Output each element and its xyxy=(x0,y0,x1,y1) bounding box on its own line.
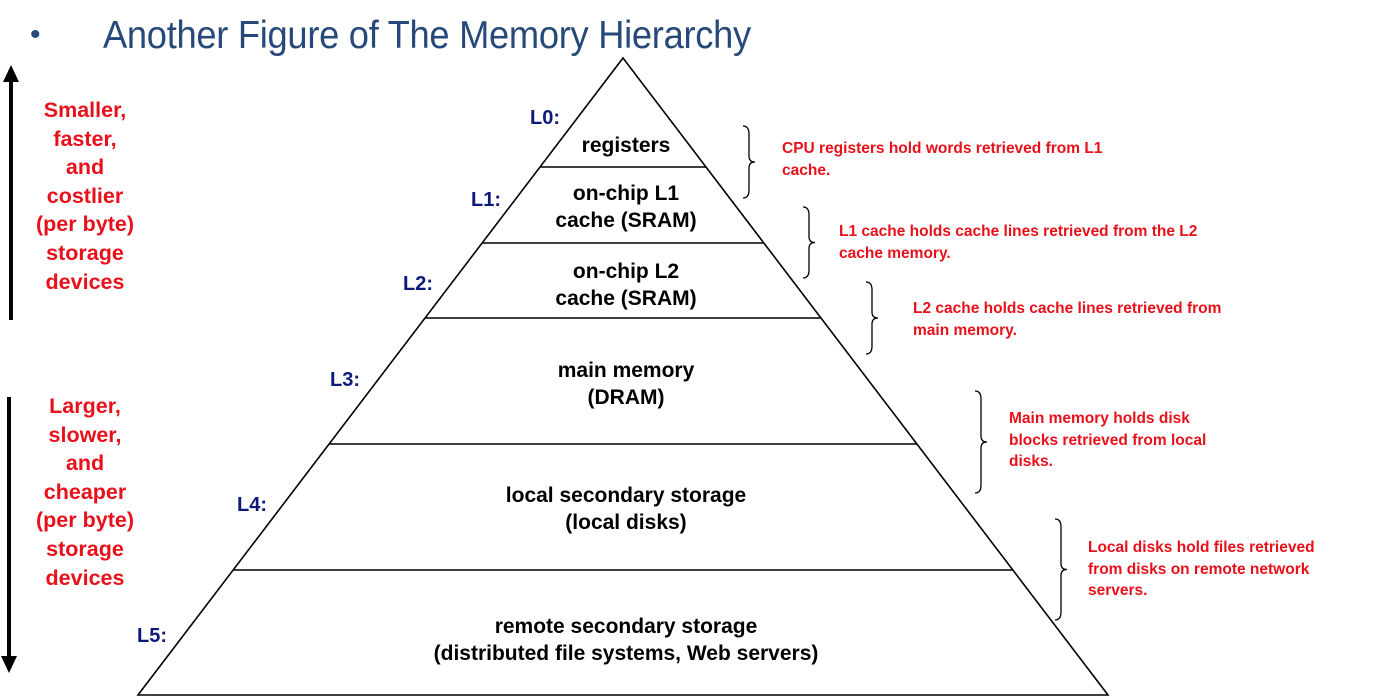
note-line: Local disks hold files retrieved xyxy=(1088,539,1315,556)
side-label-line: costlier xyxy=(46,183,124,208)
side-label-line: Larger, xyxy=(49,394,121,418)
layer-text-line: local secondary storage xyxy=(505,484,747,507)
side-label-smaller-faster: Smaller, faster, and costlier (per byte) stor… xyxy=(10,96,160,296)
side-label-line: storage xyxy=(46,536,124,561)
curly-brace-icon xyxy=(742,125,756,199)
side-label-line: Smaller, xyxy=(43,98,127,122)
side-label-larger-slower: Larger, slower, and cheaper (per byte) storag… xyxy=(10,392,160,592)
curly-brace-icon xyxy=(802,206,816,279)
arrow-up-icon xyxy=(3,65,19,320)
side-label-line: and xyxy=(65,155,105,180)
side-label-line: cheaper xyxy=(43,479,127,504)
layer-text-line: (distributed file systems, Web servers) xyxy=(433,642,819,665)
curly-brace-icon xyxy=(1054,518,1068,621)
level-label: L3: xyxy=(330,369,360,391)
slide-title-row: • Another Figure of The Memory Hierarchy xyxy=(0,6,1384,57)
side-label-line: devices xyxy=(45,565,125,590)
curly-brace-icon xyxy=(865,281,879,355)
level-1-note: L1 cache holds cache lines retrieved fro… xyxy=(839,221,1197,264)
note-line: main memory. xyxy=(913,321,1017,339)
side-label-line: slower, xyxy=(48,422,122,447)
layer-text-line: (local disks) xyxy=(565,511,687,534)
layer-0-text: registers xyxy=(582,132,671,159)
layer-text-line: on-chip L2 xyxy=(572,260,680,283)
layer-text-line: remote secondary storage xyxy=(494,615,758,638)
layer-text-line: registers xyxy=(581,134,671,157)
note-line: disks. xyxy=(1009,453,1053,470)
layer-4-text: local secondary storage (local disks) xyxy=(506,482,746,536)
note-line: cache memory. xyxy=(839,244,951,262)
note-line: L1 cache holds cache lines retrieved fro… xyxy=(839,223,1198,240)
side-label-line: and xyxy=(65,451,105,476)
side-label-line: devices xyxy=(45,269,125,294)
note-line: CPU registers hold words retrieved from … xyxy=(782,140,1103,157)
slide-title: Another Figure of The Memory Hierarchy xyxy=(103,14,751,57)
layer-text-line: on-chip L1 xyxy=(572,182,680,205)
curly-brace-icon xyxy=(974,390,988,494)
arrow-down-icon xyxy=(1,397,17,673)
level-0-note: CPU registers hold words retrieved from … xyxy=(782,138,1102,181)
level-label: L5: xyxy=(137,625,167,647)
note-line: cache. xyxy=(782,161,831,179)
level-label: L4: xyxy=(237,494,267,516)
side-label-line: (per byte) xyxy=(36,212,134,237)
level-label: L1: xyxy=(471,189,501,211)
layer-3-text: main memory (DRAM) xyxy=(558,357,695,411)
note-line: Main memory holds disk xyxy=(1009,410,1190,427)
pyramid-outline xyxy=(136,56,1110,696)
level-label: L2: xyxy=(403,273,433,295)
note-line: from disks on remote network xyxy=(1088,560,1310,578)
note-line: blocks retrieved from local xyxy=(1009,431,1207,449)
layer-2-text: on-chip L2 cache (SRAM) xyxy=(555,258,696,312)
layer-text-line: (DRAM) xyxy=(587,386,665,409)
level-label: L0: xyxy=(530,107,560,129)
bullet-icon: • xyxy=(30,18,41,51)
layer-text-line: cache (SRAM) xyxy=(555,209,697,232)
layer-text-line: main memory xyxy=(557,359,695,382)
side-label-line: faster, xyxy=(53,126,117,151)
level-3-note: Main memory holds disk blocks retrieved f… xyxy=(1009,408,1206,473)
note-line: servers. xyxy=(1088,582,1148,599)
side-label-line: (per byte) xyxy=(36,508,134,533)
layer-text-line: cache (SRAM) xyxy=(555,287,697,310)
layer-5-text: remote secondary storage (distributed fil… xyxy=(434,613,819,667)
note-line: L2 cache holds cache lines retrieved fro… xyxy=(913,300,1222,317)
level-2-note: L2 cache holds cache lines retrieved fro… xyxy=(913,298,1221,341)
layer-1-text: on-chip L1 cache (SRAM) xyxy=(555,180,696,234)
level-4-note: Local disks hold files retrieved from dis… xyxy=(1088,537,1315,602)
side-label-line: storage xyxy=(46,240,124,265)
